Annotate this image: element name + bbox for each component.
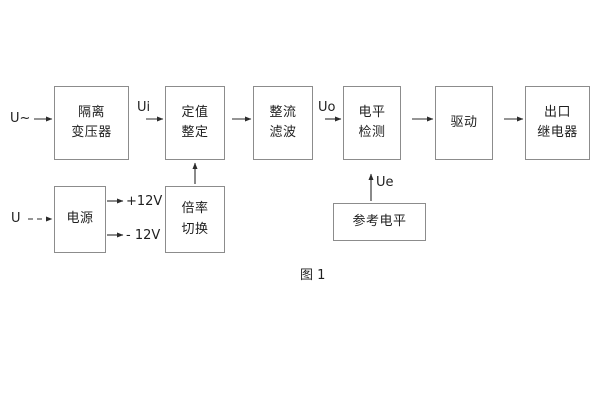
block-line: 切换 [181, 221, 209, 237]
block-rectify-filter: 整流 滤波 [253, 86, 313, 160]
label-input-dc: U [11, 211, 21, 226]
block-line: 出口 [543, 104, 571, 120]
block-drive: 驱动 [435, 86, 493, 160]
block-isolation-transformer: 隔离 变压器 [54, 86, 129, 160]
block-line: 整流 [269, 104, 297, 120]
block-value-setting: 定值 整定 [165, 86, 225, 160]
block-line: 检测 [358, 125, 386, 140]
block-line: 驱动 [450, 114, 478, 130]
block-line: 参考电平 [352, 213, 407, 229]
block-multiplier-switch: 倍率 切换 [165, 186, 225, 253]
label-rail-neg-12v: - 12V [126, 228, 161, 243]
label-rail-pos-12v: +12V [126, 194, 163, 209]
block-line: 电平 [358, 104, 386, 120]
label-signal-uo: Uo [318, 100, 336, 115]
block-power-supply: 电源 [54, 186, 106, 253]
block-line: 继电器 [537, 125, 578, 140]
block-output-relay: 出口 继电器 [525, 86, 590, 160]
block-line: 电源 [66, 211, 94, 227]
block-line: 滤波 [269, 125, 297, 140]
block-line: 隔离 [77, 104, 105, 120]
block-line: 整定 [181, 125, 209, 140]
label-signal-ue: Ue [376, 175, 394, 190]
block-line: 定值 [181, 104, 209, 120]
block-line: 变压器 [71, 125, 112, 140]
block-reference-level: 参考电平 [333, 203, 426, 241]
block-level-detection: 电平 检测 [343, 86, 401, 160]
label-input-ac: U~ [10, 111, 31, 126]
label-signal-ui: Ui [137, 100, 151, 115]
figure-caption: 图 1 [300, 268, 326, 283]
block-line: 倍率 [181, 201, 209, 217]
